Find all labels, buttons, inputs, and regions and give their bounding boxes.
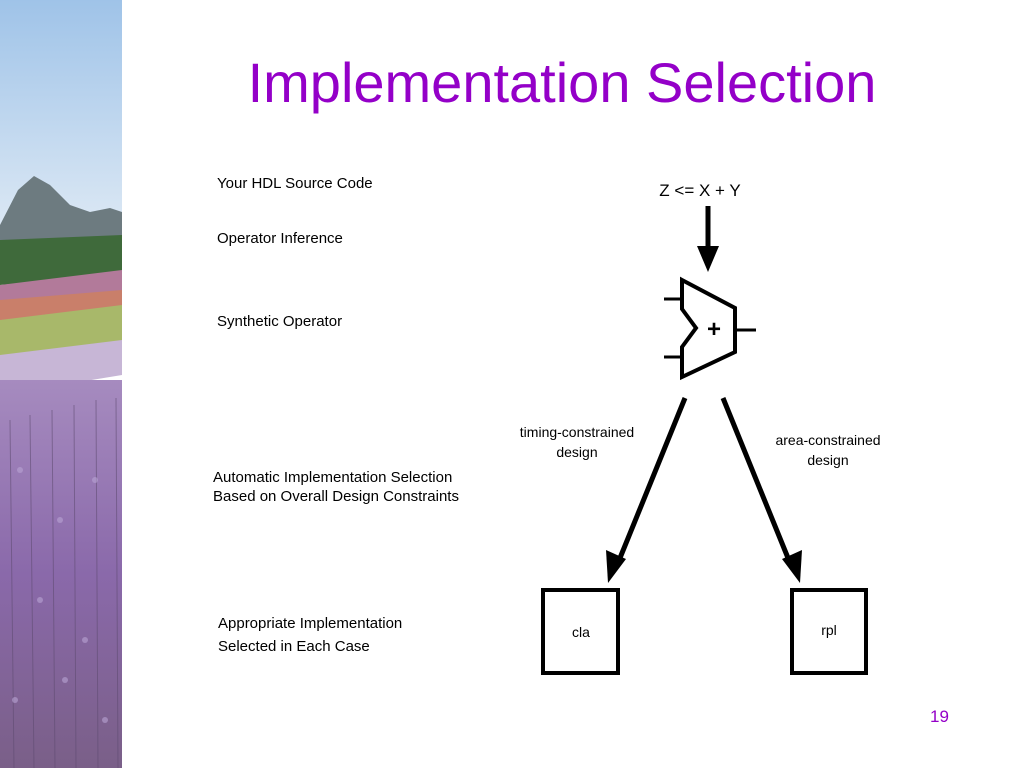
step-label-synthetic-operator: Synthetic Operator (217, 313, 343, 330)
page-number: 19 (930, 707, 949, 726)
area-label-line2: design (807, 452, 848, 468)
area-branch-arrow (720, 397, 802, 583)
timing-branch-arrow (606, 397, 688, 583)
plus-sign: + (707, 316, 721, 343)
step-label-appropriate-line2: Selected in Each Case (218, 638, 370, 655)
cla-label: cla (572, 624, 590, 640)
expression-label: Z <= X + Y (659, 181, 740, 200)
cla-implementation-box: cla (541, 588, 620, 675)
slide-title: Implementation Selection (247, 51, 877, 114)
adder-operator-symbol: + (664, 276, 756, 381)
rpl-implementation-box: rpl (790, 588, 868, 675)
timing-label-line2: design (556, 444, 597, 460)
rpl-label: rpl (821, 622, 837, 638)
step-label-appropriate-line1: Appropriate Implementation (218, 615, 403, 632)
down-arrow (697, 206, 719, 272)
step-label-auto-selection-line1: Automatic Implementation Selection (213, 469, 453, 486)
step-label-operator-inference: Operator Inference (217, 230, 343, 247)
area-label-line1: area-constrained (775, 432, 880, 448)
step-label-source-code: Your HDL Source Code (217, 175, 373, 192)
lavender-field-photo (0, 0, 122, 768)
timing-label-line1: timing-constrained (520, 424, 634, 440)
step-label-auto-selection-line2: Based on Overall Design Constraints (213, 488, 459, 505)
